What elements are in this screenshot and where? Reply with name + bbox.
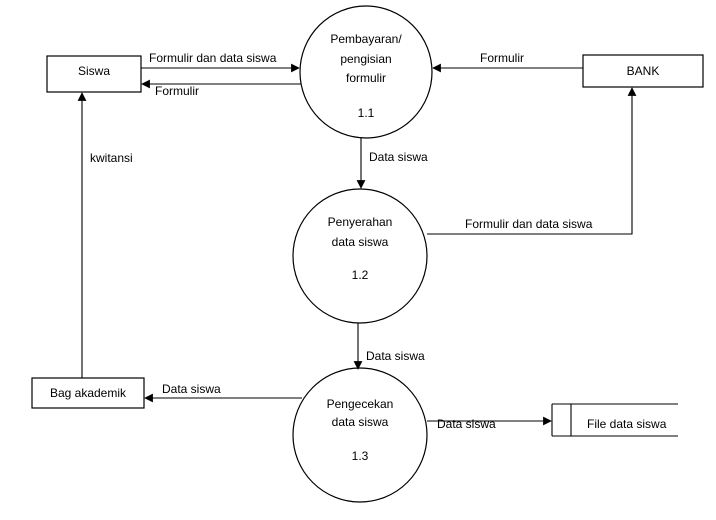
- entity-bag-akademik-label: Bag akademik: [50, 386, 127, 400]
- process-1-3-line-2: data siswa: [332, 415, 389, 429]
- flow-p3-to-store: Data siswa: [427, 416, 552, 431]
- process-1-2: Penyerahan data siswa 1.2: [292, 188, 428, 324]
- flow-p1-to-siswa-label: Formulir: [155, 84, 199, 98]
- process-1-1-number: 1.1: [358, 106, 375, 120]
- flow-p1-to-p2: Data siswa: [356, 138, 428, 189]
- data-store-file-data-siswa: File data siswa: [551, 403, 678, 437]
- entity-bank: BANK: [582, 54, 704, 88]
- entity-siswa: Siswa: [46, 55, 142, 93]
- flow-p2-to-p3-label: Data siswa: [366, 349, 425, 363]
- flow-bank-to-p1: Formulir: [432, 51, 583, 73]
- process-1-2-line-1: Penyerahan: [328, 215, 393, 229]
- flow-p3-to-akademik: Data siswa: [144, 382, 302, 403]
- flow-siswa-to-p1-label: Formulir dan data siswa: [149, 51, 277, 65]
- process-1-2-number: 1.2: [352, 268, 369, 282]
- process-1-3-line-1: Pengecekan: [327, 397, 394, 411]
- process-1-3-number: 1.3: [352, 449, 369, 463]
- flow-p1-to-p2-label: Data siswa: [369, 150, 428, 164]
- flow-p3-to-store-label: Data siswa: [437, 417, 496, 431]
- flow-p2-to-p3: Data siswa: [353, 323, 425, 370]
- flow-siswa-to-p1: Formulir dan data siswa: [141, 51, 300, 73]
- flow-bank-to-p1-label: Formulir: [480, 51, 524, 65]
- process-1-1-line-3: formulir: [346, 71, 386, 85]
- flow-p2-to-bank-label: Formulir dan data siswa: [465, 217, 593, 231]
- data-store-label: File data siswa: [587, 417, 667, 431]
- process-1-3: Pengecekan data siswa 1.3: [292, 367, 428, 503]
- entity-bag-akademik: Bag akademik: [31, 377, 145, 409]
- flow-akademik-to-siswa-label: kwitansi: [90, 151, 133, 165]
- flow-p3-to-akademik-label: Data siswa: [162, 382, 221, 396]
- process-1-1-line-2: pengisian: [340, 52, 391, 66]
- entity-bank-label: BANK: [627, 64, 660, 78]
- entity-siswa-label: Siswa: [78, 64, 110, 78]
- process-1-2-line-2: data siswa: [332, 235, 389, 249]
- process-1-1-line-1: Pembayaran/: [330, 32, 402, 46]
- flow-akademik-to-siswa: kwitansi: [77, 92, 133, 378]
- flow-p1-to-siswa: Formulir: [141, 79, 301, 98]
- process-1-1: Pembayaran/ pengisian formulir 1.1: [299, 5, 433, 139]
- flow-p2-to-bank: Formulir dan data siswa: [427, 87, 637, 235]
